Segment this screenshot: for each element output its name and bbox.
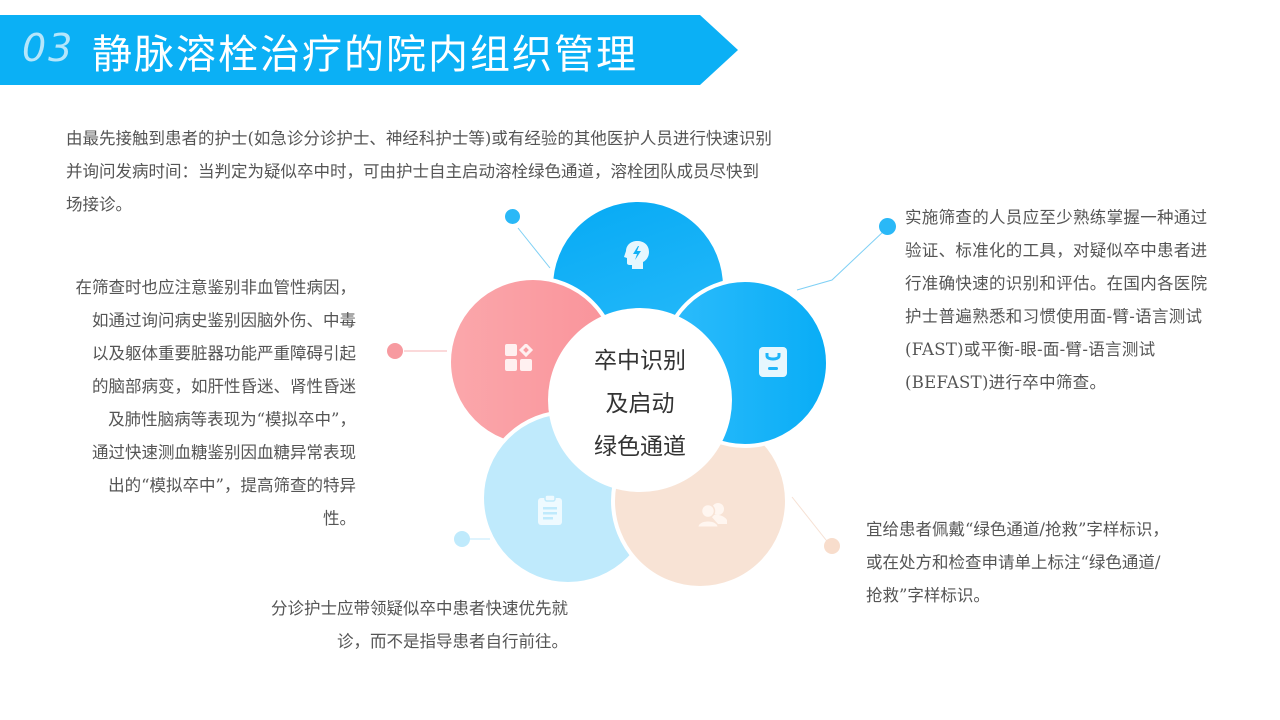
text-line: 或在处方和检查申请单上标注“绿色通道/: [866, 553, 1161, 572]
text-line: 诊，而不是指导患者自行前往。: [337, 632, 568, 651]
apps-grid-icon: [505, 344, 534, 371]
connector-dot-right: [879, 218, 896, 235]
text-line: 抢救”字样标识。: [866, 586, 990, 605]
id-badge-icon: [759, 347, 787, 377]
text-block-bottom: 分诊护士应带领疑似卒中患者快速优先就 诊，而不是指导患者自行前往。: [228, 592, 568, 658]
text-line: 行准确快速的识别和评估。在国内各医院: [905, 274, 1208, 293]
center-label: 卒中识别 及启动 绿色通道: [548, 340, 732, 469]
text-line: 场接诊。: [66, 195, 132, 214]
center-label-line: 及启动: [605, 391, 675, 417]
page-title: 静脉溶栓治疗的院内组织管理: [92, 32, 638, 78]
text-line: 及肺性脑病等表现为“模拟卒中”，: [108, 410, 356, 429]
connector-dot-bottom-right: [824, 538, 840, 554]
center-circle: [548, 308, 732, 492]
brain-lightning-icon: [624, 241, 649, 269]
clipboard-icon: [538, 495, 562, 525]
section-number: 03: [22, 26, 75, 70]
text-block-top: 由最先接触到患者的护士(如急诊分诊护士、神经科护士等)或有经验的其他医护人员进行…: [66, 122, 876, 221]
text-line: 由最先接触到患者的护士(如急诊分诊护士、神经科护士等)或有经验的其他医护人员进行…: [66, 129, 772, 148]
center-label-line: 绿色通道: [594, 434, 686, 460]
text-line: 在筛查时也应注意鉴别非血管性病因，: [75, 278, 357, 297]
connector-dot-top: [505, 209, 520, 224]
center-label-line: 卒中识别: [594, 348, 686, 374]
text-line: 并询问发病时间：当判定为疑似卒中时，可由护士自主启动溶栓绿色通道，溶栓团队成员尽…: [66, 162, 759, 181]
connector-dot-bottom-left: [454, 531, 470, 547]
users-icon: [698, 503, 727, 528]
text-line: (BEFAST)进行卒中筛查。: [905, 373, 1107, 392]
text-line: 以及躯体重要脏器功能严重障碍引起: [92, 344, 356, 363]
text-line: 分诊护士应带领疑似卒中患者快速优先就: [271, 599, 568, 618]
text-block-left: 在筛查时也应注意鉴别非血管性病因， 如通过询问病史鉴别因脑外伤、中毒 以及躯体重…: [36, 271, 357, 535]
text-line: 性。: [323, 509, 356, 528]
text-block-right: 实施筛查的人员应至少熟练掌握一种通过 验证、标准化的工具，对疑似卒中患者进 行准…: [905, 201, 1250, 399]
text-line: 的脑部病变，如肝性昏迷、肾性昏迷: [92, 377, 356, 396]
text-line: 出的“模拟卒中”，提高筛查的特异: [108, 476, 356, 495]
text-line: 通过快速测血糖鉴别因血糖异常表现: [92, 443, 356, 462]
text-line: (FAST)或平衡-眼-面-臂-语言测试: [905, 340, 1156, 359]
text-line: 实施筛查的人员应至少熟练掌握一种通过: [905, 208, 1208, 227]
text-block-bottom-right: 宜给患者佩戴“绿色通道/抢救”字样标识， 或在处方和检查申请单上标注“绿色通道/…: [866, 513, 1226, 612]
text-line: 宜给患者佩戴“绿色通道/抢救”字样标识，: [866, 520, 1169, 539]
connector-dot-left: [387, 343, 403, 359]
text-line: 如通过询问病史鉴别因脑外伤、中毒: [92, 311, 356, 330]
text-line: 验证、标准化的工具，对疑似卒中患者进: [905, 241, 1208, 260]
text-line: 护士普遍熟悉和习惯使用面-臂-语言测试: [905, 307, 1203, 326]
title-banner: [0, 15, 738, 85]
